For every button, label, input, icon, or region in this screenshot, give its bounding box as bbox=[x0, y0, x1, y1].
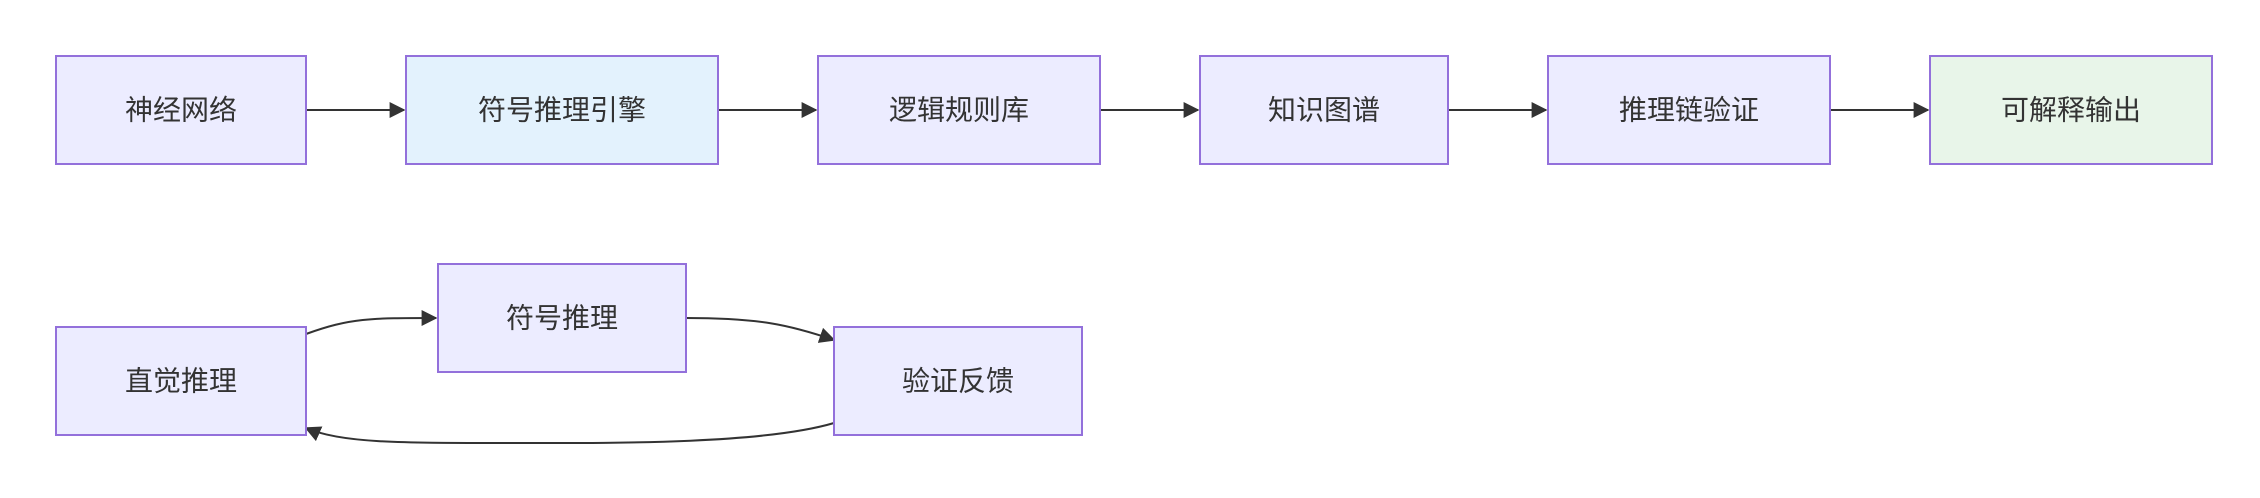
node-logic-rule-base[interactable]: 逻辑规则库 bbox=[817, 55, 1101, 165]
node-box bbox=[1199, 55, 1449, 165]
node-knowledge-graph[interactable]: 知识图谱 bbox=[1199, 55, 1449, 165]
node-box bbox=[1547, 55, 1831, 165]
node-intuitive-reasoning[interactable]: 直觉推理 bbox=[55, 326, 307, 436]
node-box bbox=[1929, 55, 2213, 165]
cycle-edges bbox=[304, 310, 836, 445]
node-explainable-output[interactable]: 可解释输出 bbox=[1929, 55, 2213, 165]
node-box bbox=[55, 55, 307, 165]
node-label: 逻辑规则库 bbox=[889, 94, 1029, 127]
node-box bbox=[55, 326, 307, 436]
node-box bbox=[833, 326, 1083, 436]
node-symbolic-reasoning[interactable]: 符号推理 bbox=[437, 263, 687, 373]
node-label: 推理链验证 bbox=[1619, 94, 1759, 127]
node-label: 可解释输出 bbox=[2001, 94, 2141, 127]
node-label: 知识图谱 bbox=[1268, 94, 1380, 127]
node-label: 符号推理 bbox=[506, 302, 618, 335]
node-box bbox=[405, 55, 719, 165]
node-label: 符号推理引擎 bbox=[478, 94, 646, 127]
node-neural-network[interactable]: 神经网络 bbox=[55, 55, 307, 165]
node-label: 验证反馈 bbox=[902, 365, 1014, 398]
node-box bbox=[437, 263, 687, 373]
edge-verification-to-intuitive bbox=[304, 422, 835, 445]
node-label: 神经网络 bbox=[125, 94, 237, 127]
node-label: 直觉推理 bbox=[125, 365, 237, 398]
node-box bbox=[817, 55, 1101, 165]
node-symbolic-reasoning-engine[interactable]: 符号推理引擎 bbox=[405, 55, 719, 165]
node-reasoning-chain-verification[interactable]: 推理链验证 bbox=[1547, 55, 1831, 165]
edge-intuitive-to-symbolic bbox=[305, 310, 438, 335]
edge-symbolic-to-verification bbox=[685, 317, 836, 343]
node-verification-feedback[interactable]: 验证反馈 bbox=[833, 326, 1083, 436]
